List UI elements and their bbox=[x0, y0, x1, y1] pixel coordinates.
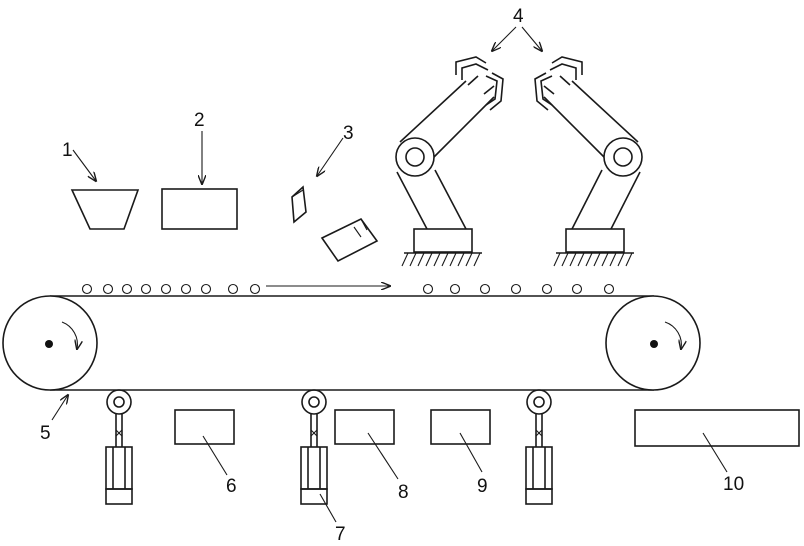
lift-cylinder-3 bbox=[525, 389, 553, 505]
label-2: 2 bbox=[194, 110, 205, 131]
label-6: 6 bbox=[226, 476, 237, 497]
hopper bbox=[70, 189, 140, 230]
station-box-10 bbox=[634, 409, 800, 447]
leader-line-9 bbox=[459, 432, 483, 473]
label-10: 10 bbox=[723, 474, 744, 495]
station-box-9 bbox=[430, 409, 491, 445]
leader-arrow-1 bbox=[72, 149, 96, 181]
processing-box bbox=[161, 188, 238, 230]
robot-arm-right bbox=[534, 56, 643, 267]
leader-line-8 bbox=[367, 432, 399, 480]
leader-arrow-4-right bbox=[521, 26, 542, 51]
leader-line-10 bbox=[702, 432, 728, 473]
label-8: 8 bbox=[398, 482, 409, 503]
robot-arm-left bbox=[395, 56, 504, 267]
label-3: 3 bbox=[343, 123, 354, 144]
falling-part-small bbox=[291, 185, 307, 224]
leader-arrow-4-left bbox=[492, 26, 517, 51]
station-box-8 bbox=[334, 409, 395, 445]
leader-arrow-5 bbox=[51, 395, 68, 421]
leader-arrow-3 bbox=[317, 137, 344, 176]
station-box-6 bbox=[174, 409, 235, 445]
lift-cylinder-1 bbox=[105, 389, 133, 505]
falling-part-large bbox=[320, 217, 379, 263]
label-5: 5 bbox=[40, 423, 51, 444]
label-4: 4 bbox=[513, 6, 524, 27]
lift-cylinder-2 bbox=[300, 389, 328, 505]
belt-items bbox=[81, 283, 615, 295]
label-7: 7 bbox=[335, 524, 346, 545]
conveyor-belt bbox=[2, 295, 701, 391]
leader-line-6 bbox=[202, 435, 228, 476]
label-1: 1 bbox=[62, 140, 73, 161]
leader-line-7 bbox=[319, 493, 337, 523]
label-9: 9 bbox=[477, 476, 488, 497]
